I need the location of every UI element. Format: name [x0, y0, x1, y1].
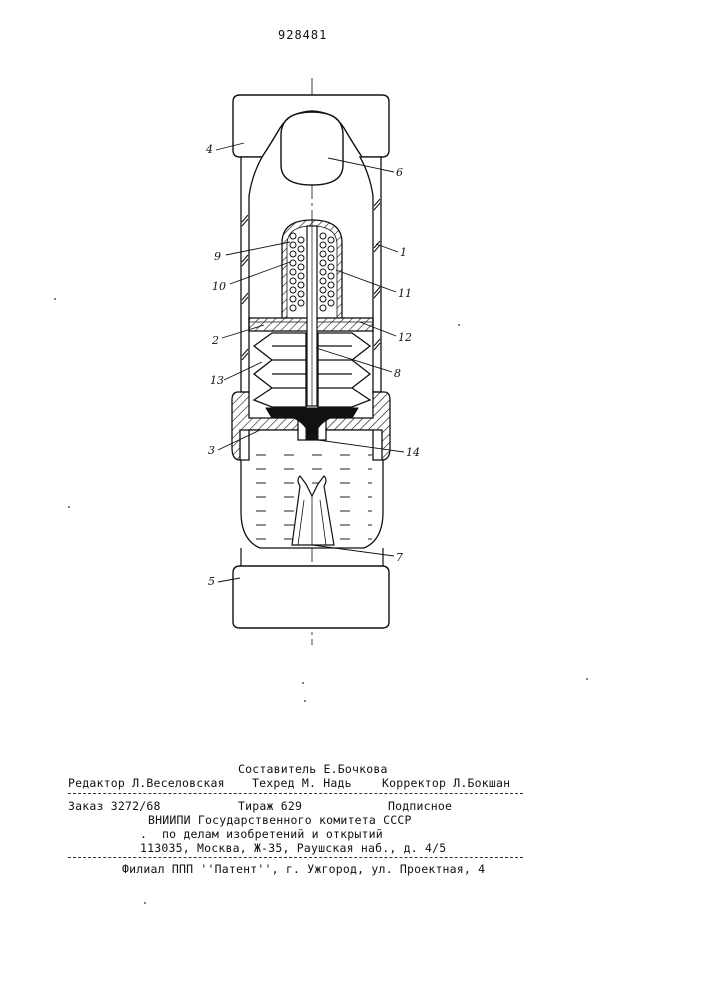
scan-speck: [304, 700, 306, 702]
separator-line: [68, 793, 523, 794]
label-1: 1: [400, 246, 407, 259]
org-address: 113035, Москва, Ж-35, Раушская наб., д. …: [140, 841, 446, 855]
scan-speck: [68, 506, 70, 508]
device-drawing: 4 6 9 10 1 11 2 12 13 8 3 14 7 5: [0, 0, 707, 700]
order-number: Заказ 3272/68: [68, 799, 161, 813]
label-2: 2: [211, 334, 219, 347]
label-11: 11: [398, 287, 412, 300]
label-9: 9: [214, 250, 221, 263]
branch-address: Филиал ППП ''Патент'', г. Ужгород, ул. П…: [122, 862, 485, 876]
subscription: Подписное: [388, 799, 452, 813]
compiler: Составитель Е.Бочкова: [238, 762, 388, 776]
label-4: 4: [205, 143, 213, 156]
scan-speck: [302, 682, 304, 684]
bullet-dot: .: [140, 827, 147, 841]
scan-speck: [54, 298, 56, 300]
scan-speck: [144, 902, 146, 904]
org-line-1: ВНИИПИ Государственного комитета СССР: [148, 813, 412, 827]
editor: Редактор Л.Веселовская: [68, 776, 225, 790]
label-13: 13: [210, 374, 224, 387]
corrector: Корректор Л.Бокшан: [382, 776, 510, 790]
circulation: Тираж 629: [238, 799, 302, 813]
label-8: 8: [394, 367, 401, 380]
label-5: 5: [208, 575, 215, 588]
label-3: 3: [208, 444, 215, 457]
techred: Техред М. Надь: [252, 776, 352, 790]
org-line-2: по делам изобретений и открытий: [162, 827, 383, 841]
label-7: 7: [396, 551, 403, 564]
knob-insert: [281, 112, 343, 185]
scan-speck: [458, 324, 460, 326]
label-10: 10: [212, 280, 226, 293]
label-14: 14: [406, 446, 420, 459]
bottom-cap: [233, 566, 389, 628]
scan-speck: [586, 678, 588, 680]
upper-body-right: [360, 157, 381, 392]
label-12: 12: [398, 331, 412, 344]
separator-line: [68, 857, 523, 858]
label-6: 6: [396, 166, 403, 179]
